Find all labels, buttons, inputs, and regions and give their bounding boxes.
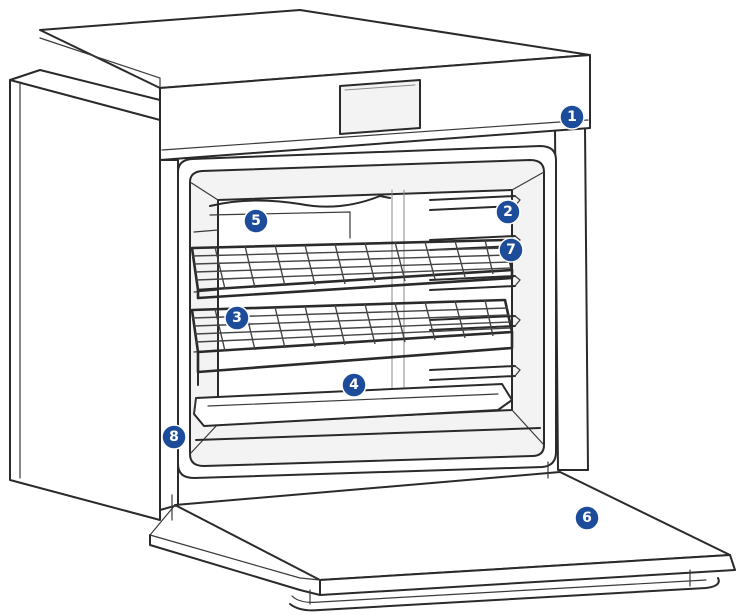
callout-2: 2 — [495, 199, 521, 225]
callout-4: 4 — [341, 372, 367, 398]
svg-text:2: 2 — [503, 204, 513, 220]
callout-3: 3 — [224, 305, 250, 331]
callout-6: 6 — [574, 505, 600, 531]
callout-7: 7 — [498, 237, 524, 263]
callout-1: 1 — [559, 104, 585, 130]
oven-door — [148, 461, 736, 612]
svg-text:5: 5 — [251, 213, 261, 229]
callout-5: 5 — [243, 208, 269, 234]
callout-8: 8 — [161, 424, 187, 450]
svg-text:1: 1 — [567, 109, 577, 125]
shelf-supports — [193, 195, 521, 381]
baking-tray — [193, 383, 513, 427]
svg-text:3: 3 — [232, 310, 242, 326]
svg-text:7: 7 — [506, 242, 516, 258]
svg-text:4: 4 — [349, 377, 359, 393]
door-handle — [289, 577, 720, 612]
svg-text:6: 6 — [582, 510, 592, 526]
svg-text:8: 8 — [169, 429, 179, 445]
control-panel-display — [339, 79, 421, 135]
control-panel — [159, 54, 591, 161]
wire-shelf-upper — [190, 238, 514, 300]
